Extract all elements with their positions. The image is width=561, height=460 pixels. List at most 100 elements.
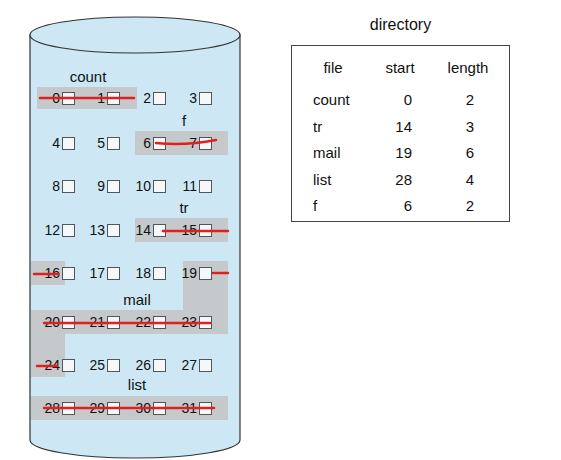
table-cell: 3 [466, 118, 474, 136]
disk-block: 5 [76, 135, 120, 151]
block-number: 14 [135, 222, 151, 238]
block-square [153, 137, 166, 150]
block-square [153, 180, 166, 193]
disk-block: 19 [168, 265, 212, 281]
block-number: 7 [189, 135, 197, 151]
block-number: 22 [135, 314, 151, 330]
block-number: 1 [97, 90, 105, 106]
file-region [31, 261, 228, 377]
disk-block: 15 [168, 222, 212, 238]
disk-block: 25 [76, 357, 120, 373]
block-number: 26 [135, 357, 151, 373]
block-square [62, 316, 75, 329]
file-name: count [70, 68, 107, 86]
block-square [153, 92, 166, 105]
table-cell: 2 [466, 91, 474, 109]
column-header: start [385, 59, 414, 77]
block-square [199, 92, 212, 105]
block-square [199, 224, 212, 237]
block-number: 16 [44, 265, 60, 281]
table-cell: mail [313, 144, 341, 162]
block-square [62, 92, 75, 105]
block-number: 18 [135, 265, 151, 281]
disk-block: 27 [168, 357, 212, 373]
block-number: 29 [89, 400, 105, 416]
file-name: tr [179, 199, 188, 217]
strike-line [213, 272, 228, 275]
block-number: 5 [97, 135, 105, 151]
block-square [107, 92, 120, 105]
disk-block: 17 [76, 265, 120, 281]
disk-block: 30 [122, 400, 166, 416]
block-square [107, 224, 120, 237]
block-number: 2 [143, 90, 151, 106]
block-number: 0 [52, 90, 60, 106]
disk-block: 21 [76, 314, 120, 330]
file-region [135, 218, 228, 242]
block-number: 30 [135, 400, 151, 416]
block-number: 8 [52, 178, 60, 194]
disk-block: 23 [168, 314, 212, 330]
file-region [135, 131, 228, 155]
table-cell: tr [313, 118, 322, 136]
block-number: 21 [89, 314, 105, 330]
block-square [199, 180, 212, 193]
block-number: 15 [181, 222, 197, 238]
block-number: 27 [181, 357, 197, 373]
block-square [199, 316, 212, 329]
block-square [199, 137, 212, 150]
block-square [153, 224, 166, 237]
disk-block: 31 [168, 400, 212, 416]
file-name: mail [123, 291, 151, 309]
block-number: 12 [44, 222, 60, 238]
disk-block: 1 [76, 90, 120, 106]
block-square [199, 359, 212, 372]
block-square [153, 359, 166, 372]
block-square [153, 316, 166, 329]
disk-block: 10 [122, 178, 166, 194]
table-cell: 6 [466, 144, 474, 162]
table-cell: f [313, 197, 317, 215]
disk-block: 0 [31, 90, 75, 106]
disk-block: 28 [31, 400, 75, 416]
table-cell: count [313, 91, 350, 109]
disk-body [30, 35, 240, 458]
block-number: 11 [182, 178, 197, 194]
column-header: file [323, 59, 342, 77]
block-square [62, 359, 75, 372]
block-number: 28 [44, 400, 60, 416]
file-region [31, 396, 228, 420]
block-square [62, 267, 75, 280]
table-cell: 2 [466, 197, 474, 215]
block-number: 24 [44, 357, 60, 373]
file-region [31, 261, 65, 285]
block-number: 10 [135, 178, 151, 194]
disk-block: 16 [31, 265, 75, 281]
block-square [107, 137, 120, 150]
disk-block: 6 [122, 135, 166, 151]
disk-block: 24 [31, 357, 75, 373]
disk-block: 13 [76, 222, 120, 238]
block-square [62, 402, 75, 415]
block-square [62, 137, 75, 150]
table-cell: 19 [395, 144, 412, 162]
table-title: directory [292, 16, 509, 34]
block-square [153, 402, 166, 415]
table-cell: 4 [466, 171, 474, 189]
disk-block: 12 [31, 222, 75, 238]
disk-block: 18 [122, 265, 166, 281]
file-region [37, 87, 137, 109]
block-square [62, 224, 75, 237]
block-square [199, 267, 212, 280]
disk-block: 26 [122, 357, 166, 373]
block-number: 3 [189, 90, 197, 106]
file-name: f [182, 112, 186, 130]
block-number: 13 [89, 222, 105, 238]
disk-block: 8 [31, 178, 75, 194]
table-cell: 0 [404, 91, 412, 109]
block-number: 17 [89, 265, 105, 281]
block-number: 9 [97, 178, 105, 194]
table-cell: 14 [395, 118, 412, 136]
block-square [107, 316, 120, 329]
disk-block: 7 [168, 135, 212, 151]
